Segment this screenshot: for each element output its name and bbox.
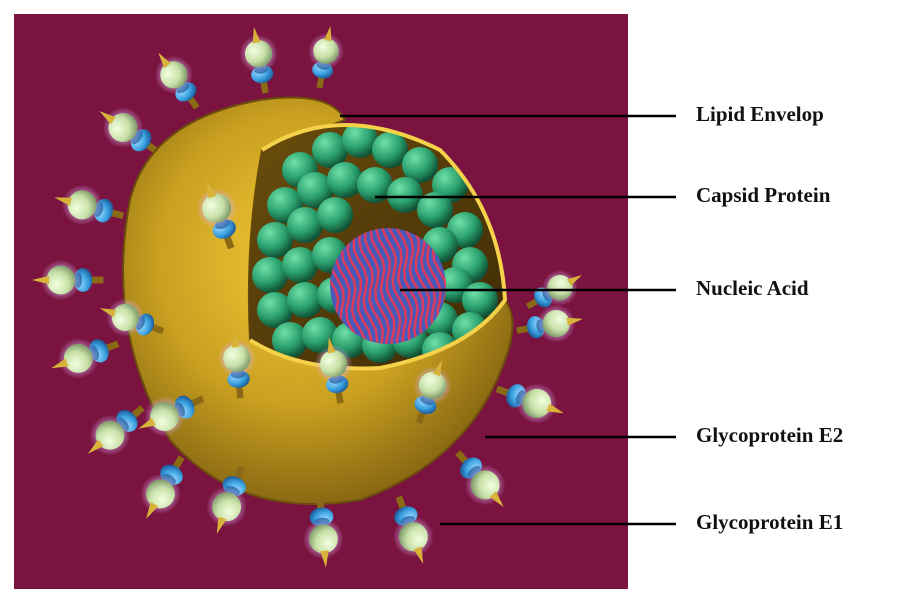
glycoprotein-e1-head	[46, 266, 75, 295]
label-glycoprotein-e2: Glycoprotein E2	[696, 425, 843, 446]
capsid-protein-sphere	[327, 162, 363, 198]
label-lipid-envelope: Lipid Envelop	[696, 104, 824, 125]
capsid-protein-sphere	[317, 197, 353, 233]
label-nucleic-acid: Nucleic Acid	[696, 278, 809, 299]
label-glycoprotein-e1: Glycoprotein E1	[696, 512, 843, 533]
label-capsid-protein: Capsid Protein	[696, 185, 830, 206]
capsid-protein-sphere	[287, 282, 323, 318]
spike-stalk	[236, 387, 243, 399]
spike-stalk	[92, 277, 104, 284]
spike-stalk	[316, 496, 324, 508]
